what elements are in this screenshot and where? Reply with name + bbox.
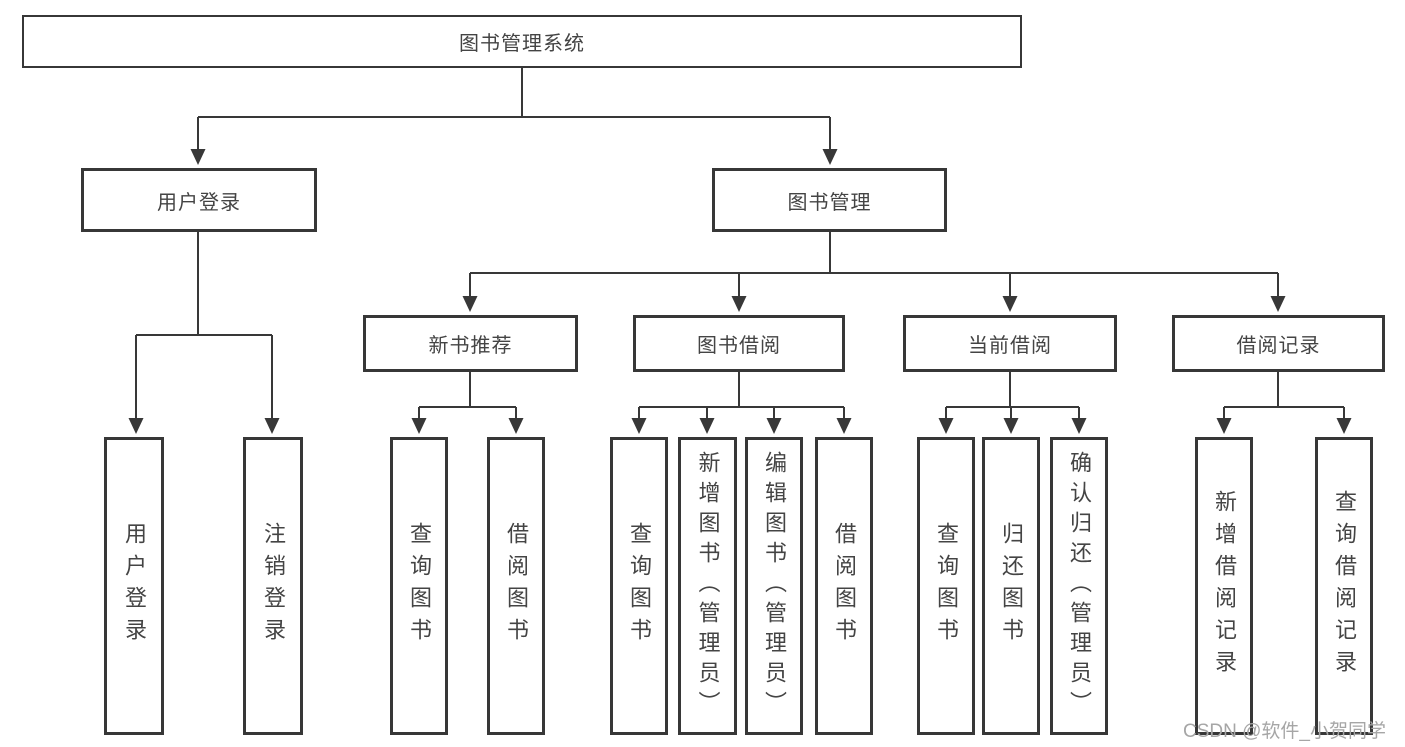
node-label: 查询图书 <box>627 522 652 650</box>
leaf-edit-books-admin: 编辑图书（管理员） <box>745 437 803 735</box>
leaf-return-books: 归还图书 <box>982 437 1040 735</box>
node-label: 图书管理系统 <box>459 33 585 55</box>
node-label: 借阅记录 <box>1236 335 1321 357</box>
node-label: 新增图书（管理员） <box>695 451 721 721</box>
node-user-login: 用户登录 <box>81 168 317 232</box>
leaf-logout: 注销登录 <box>243 437 303 735</box>
node-label: 查询借阅记录 <box>1332 490 1357 682</box>
node-label: 新增借阅记录 <box>1212 490 1237 682</box>
node-label: 图书借阅 <box>697 335 781 357</box>
node-label: 归还图书 <box>999 522 1024 650</box>
leaf-query-borrow-record: 查询借阅记录 <box>1315 437 1373 735</box>
node-label: 新书推荐 <box>428 335 513 357</box>
node-borrowing-records: 借阅记录 <box>1172 315 1385 372</box>
leaf-user-login: 用户登录 <box>104 437 164 735</box>
node-label: 借阅图书 <box>504 522 529 650</box>
leaf-borrow-books-borrowing: 借阅图书 <box>815 437 873 735</box>
leaf-confirm-return-admin: 确认归还（管理员） <box>1050 437 1108 735</box>
node-label: 用户登录 <box>122 522 147 650</box>
leaf-query-books-borrowing: 查询图书 <box>610 437 668 735</box>
node-book-borrowing: 图书借阅 <box>633 315 845 372</box>
node-label: 图书管理 <box>787 191 872 214</box>
node-label: 用户登录 <box>157 191 241 214</box>
leaf-borrow-books-recommend: 借阅图书 <box>487 437 545 735</box>
node-label: 查询图书 <box>407 522 432 650</box>
node-label: 借阅图书 <box>832 522 857 650</box>
leaf-query-books-current: 查询图书 <box>917 437 975 735</box>
node-current-borrowing: 当前借阅 <box>903 315 1117 372</box>
node-library-management-system: 图书管理系统 <box>22 15 1022 68</box>
node-book-management: 图书管理 <box>712 168 947 232</box>
node-label: 确认归还（管理员） <box>1067 451 1092 721</box>
node-label: 编辑图书（管理员） <box>762 451 787 721</box>
node-new-book-recommendation: 新书推荐 <box>363 315 578 372</box>
csdn-watermark: CSDN @软件_小贺同学 <box>1183 721 1386 742</box>
leaf-add-books-admin: 新增图书（管理员） <box>678 437 737 735</box>
node-label: 当前借阅 <box>968 335 1052 357</box>
leaf-add-borrow-record: 新增借阅记录 <box>1195 437 1253 735</box>
node-label: 查询图书 <box>934 522 959 650</box>
node-label: 注销登录 <box>261 522 286 650</box>
leaf-query-books-recommend: 查询图书 <box>390 437 448 735</box>
